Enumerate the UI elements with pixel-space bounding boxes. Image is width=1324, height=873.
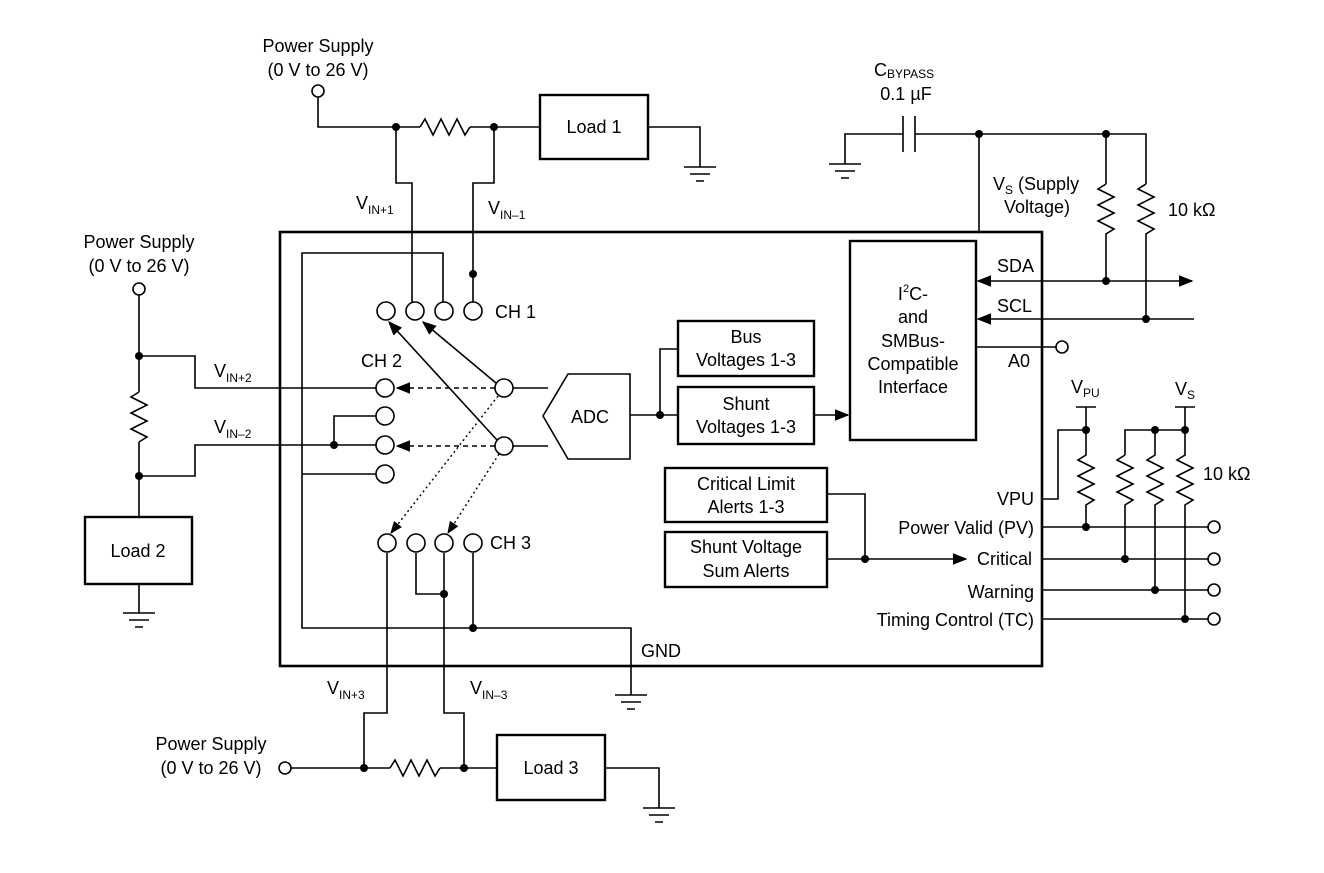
chip-outline bbox=[278, 230, 1044, 668]
power-supply-left-line1: Power Supply bbox=[83, 232, 194, 252]
scl-pin-label: SCL bbox=[997, 296, 1032, 316]
ch2-label: CH 2 bbox=[361, 351, 402, 371]
critical-limit-line1: Critical Limit bbox=[697, 474, 795, 494]
alert-outputs: VPU VS 10 kΩ VPU Power Valid (PV) Critic… bbox=[877, 377, 1251, 630]
pullup-resistor-tc bbox=[1175, 430, 1195, 619]
ground-icon bbox=[123, 612, 155, 628]
vpu-rail-label: VPU bbox=[1071, 377, 1100, 400]
pullup-resistor-warning bbox=[1145, 430, 1165, 590]
channel-1-supply-circuit: Power Supply (0 V to 26 V) Load 1 VIN+1 … bbox=[262, 36, 716, 305]
critical-pin-label: Critical bbox=[977, 549, 1032, 569]
vs-supply-line2: Voltage) bbox=[1004, 197, 1070, 217]
vin-minus-1-label: VIN–1 bbox=[488, 198, 526, 222]
load-3-box bbox=[495, 733, 607, 802]
power-supply-top-line2: (0 V to 26 V) bbox=[267, 60, 368, 80]
tc-terminal bbox=[1207, 612, 1221, 626]
sda-pin-label: SDA bbox=[997, 256, 1034, 276]
pv-pin-label: Power Valid (PV) bbox=[898, 518, 1034, 538]
load-2-label: Load 2 bbox=[110, 541, 165, 561]
power-supply-top-line1: Power Supply bbox=[262, 36, 373, 56]
bypass-capacitor bbox=[902, 116, 916, 152]
vpu-pin-label: VPU bbox=[997, 489, 1034, 509]
warning-pin-label: Warning bbox=[968, 582, 1034, 602]
vin-plus-2-label: VIN+2 bbox=[214, 361, 252, 385]
adc-block: ADC bbox=[542, 348, 678, 460]
shunt-resistor-1 bbox=[419, 117, 471, 137]
input-multiplexer bbox=[388, 320, 548, 535]
channel-1-pins: CH 1 bbox=[376, 301, 536, 322]
ch3-label: CH 3 bbox=[490, 533, 531, 553]
ground-icon bbox=[684, 166, 716, 182]
vin-minus-3-label: VIN–3 bbox=[470, 678, 508, 702]
load-2-box bbox=[83, 515, 194, 586]
channel-2-pins: CH 2 bbox=[361, 351, 402, 484]
vs-rail-label: VS bbox=[1175, 379, 1195, 402]
power-supply-bottom-line1: Power Supply bbox=[155, 734, 266, 754]
pv-terminal bbox=[1207, 520, 1221, 534]
channel-2-supply-circuit: Power Supply (0 V to 26 V) Load 2 VIN+2 … bbox=[83, 232, 376, 628]
ground-icon bbox=[829, 163, 861, 179]
tc-pin-label: Timing Control (TC) bbox=[877, 610, 1034, 630]
interface-line4: Compatible bbox=[867, 354, 958, 374]
vin-plus-1-label: VIN+1 bbox=[356, 193, 394, 217]
critical-limit-alerts-block: Critical Limit Alerts 1-3 bbox=[663, 466, 829, 524]
i2c-smbus-interface-block: I2C- and SMBus- Compatible Interface bbox=[848, 239, 978, 442]
adc-label: ADC bbox=[571, 407, 609, 427]
shunt-voltages-line1: Shunt bbox=[722, 394, 769, 414]
power-supply-bottom-terminal bbox=[278, 761, 292, 775]
pullup-resistor-critical bbox=[1115, 454, 1135, 559]
vs-supply-line1: VS (Supply bbox=[993, 174, 1079, 197]
pullup-resistor-scl bbox=[1136, 183, 1156, 319]
load-1-label: Load 1 bbox=[566, 117, 621, 137]
shunt-voltages-register: Shunt Voltages 1-3 bbox=[676, 385, 850, 446]
cbypass-label: CBYPASS bbox=[874, 60, 934, 81]
gnd-pin-label: GND bbox=[641, 641, 681, 661]
internal-ground-bus: GND bbox=[301, 252, 681, 710]
vin-minus-2-label: VIN–2 bbox=[214, 417, 252, 441]
ch1-label: CH 1 bbox=[495, 302, 536, 322]
a0-terminal bbox=[1055, 340, 1069, 354]
ground-icon bbox=[643, 807, 675, 823]
cbypass-value: 0.1 µF bbox=[880, 84, 931, 104]
load-3-label: Load 3 bbox=[523, 758, 578, 778]
warning-terminal bbox=[1207, 583, 1221, 597]
resistor-value-alerts: 10 kΩ bbox=[1203, 464, 1250, 484]
shunt-voltages-line2: Voltages 1-3 bbox=[696, 417, 796, 437]
interface-line1: I2C- bbox=[898, 283, 928, 304]
vin-plus-3-label: VIN+3 bbox=[327, 678, 365, 702]
power-supply-top-terminal bbox=[311, 84, 325, 98]
shunt-resistor-3 bbox=[389, 758, 441, 778]
bus-voltages-line1: Bus bbox=[730, 327, 761, 347]
pullup-resistor-sda bbox=[1096, 183, 1116, 281]
bus-voltages-register: Bus Voltages 1-3 bbox=[676, 319, 816, 378]
power-supply-bottom-line2: (0 V to 26 V) bbox=[160, 758, 261, 778]
pullup-resistor-pv bbox=[1076, 430, 1096, 527]
interface-line2: and bbox=[898, 307, 928, 327]
critical-terminal bbox=[1207, 552, 1221, 566]
interface-line5: Interface bbox=[878, 377, 948, 397]
interface-line3: SMBus- bbox=[881, 331, 945, 351]
load-1-box bbox=[538, 93, 650, 161]
ground-icon bbox=[615, 694, 647, 710]
channel-3-supply-circuit: Power Supply (0 V to 26 V) Load 3 VIN+3 … bbox=[155, 553, 675, 823]
channel-3-pins: CH 3 bbox=[377, 533, 531, 553]
shunt-sum-alerts-block: Shunt Voltage Sum Alerts bbox=[663, 530, 829, 589]
supply-and-bypass: CBYPASS 0.1 µF VS (Supply Voltage) 10 kΩ bbox=[829, 60, 1215, 323]
bus-voltages-line2: Voltages 1-3 bbox=[696, 350, 796, 370]
power-supply-left-line2: (0 V to 26 V) bbox=[88, 256, 189, 276]
power-supply-left-terminal bbox=[132, 282, 146, 296]
shunt-sum-line1: Shunt Voltage bbox=[690, 537, 802, 557]
critical-limit-line2: Alerts 1-3 bbox=[707, 497, 784, 517]
i2c-bus-lines: SDA SCL A0 bbox=[976, 256, 1194, 371]
shunt-sum-line2: Sum Alerts bbox=[702, 561, 789, 581]
resistor-value-i2c: 10 kΩ bbox=[1168, 200, 1215, 220]
a0-pin-label: A0 bbox=[1008, 351, 1030, 371]
shunt-resistor-2 bbox=[129, 391, 149, 443]
